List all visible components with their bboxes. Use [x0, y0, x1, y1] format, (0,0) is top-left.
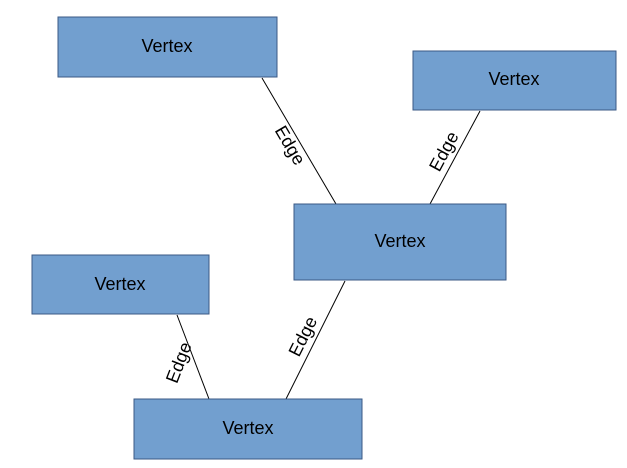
vertex-label: Vertex — [141, 36, 192, 56]
edge-line — [429, 110, 481, 205]
vertex-bottom[interactable]: Vertex — [133, 398, 363, 460]
vertex-middle-left[interactable]: Vertex — [31, 254, 210, 315]
vertex-label: Vertex — [374, 231, 425, 251]
edge-v3-v5: Edge — [285, 280, 346, 400]
edge-v2-v3: Edge — [425, 110, 481, 205]
vertex-box — [412, 50, 617, 111]
edge-line — [285, 280, 346, 400]
vertex-box — [57, 16, 278, 78]
edge-v4-v5: Edge — [162, 314, 210, 400]
vertex-label: Vertex — [488, 69, 539, 89]
edge-label: Edge — [425, 128, 463, 175]
edge-label: Edge — [271, 122, 310, 168]
vertex-top-left[interactable]: Vertex — [57, 16, 278, 78]
edge-line — [261, 77, 337, 205]
vertex-label: Vertex — [222, 418, 273, 438]
vertex-label: Vertex — [94, 274, 145, 294]
vertex-center[interactable]: Vertex — [293, 203, 507, 281]
edge-label: Edge — [285, 313, 322, 360]
vertex-box — [133, 398, 363, 460]
vertex-top-right[interactable]: Vertex — [412, 50, 617, 111]
edge-v1-v3: Edge — [261, 77, 337, 205]
edge-line — [176, 314, 210, 400]
vertex-box — [31, 254, 210, 315]
edge-label: Edge — [162, 339, 196, 385]
vertex-box — [293, 203, 507, 281]
